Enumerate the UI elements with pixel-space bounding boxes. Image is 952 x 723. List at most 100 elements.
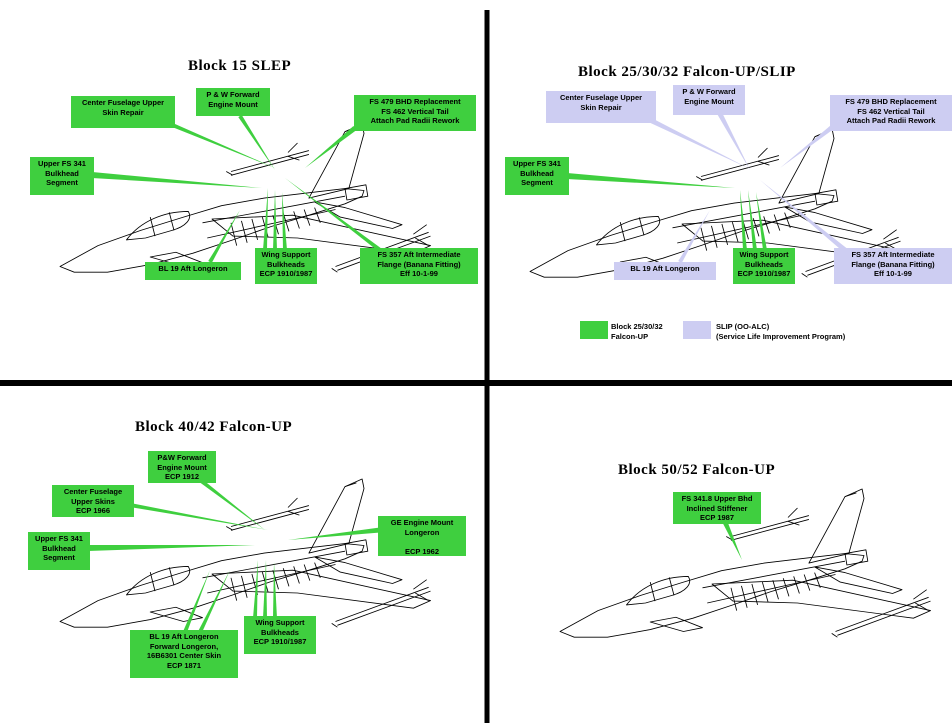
frame6-b50 <box>793 576 800 594</box>
frame8-b40 <box>314 562 321 578</box>
leader-b25-wing-3 <box>756 192 767 251</box>
frame0-b25 <box>700 227 708 251</box>
label-b40-ge-engine-mount: GE Engine Mount Longeron ECP 1962 <box>378 516 466 556</box>
jet-outline-b40 <box>59 478 431 628</box>
frame4-b40 <box>272 570 279 590</box>
label-b25-center-fuselage: Center Fuselage Upper Skin Repair <box>546 91 656 123</box>
nozzle-b50 <box>844 549 869 566</box>
leader-b40-pw <box>198 478 265 530</box>
tip-missile-b40 <box>226 497 310 531</box>
nozzle-b40 <box>344 539 369 556</box>
leader-b40-wing-1 <box>253 560 258 619</box>
leader-b40-center-fuselage <box>129 503 268 530</box>
ventral-missile-b50 <box>831 589 931 638</box>
v-tail-b50 <box>808 488 865 564</box>
h-stab-b40 <box>314 556 403 584</box>
leader-b15-center-fuselage <box>169 122 275 168</box>
v-tail-b25 <box>778 128 835 204</box>
wing-b50 <box>711 579 931 619</box>
nozzle-b25 <box>814 189 839 206</box>
leader-b15-wing-1 <box>263 188 268 251</box>
tip-missile-b15 <box>226 142 310 176</box>
legend-swatch-slip <box>683 321 711 339</box>
leader-b15-pw <box>238 114 275 170</box>
frame8-b50 <box>814 572 821 588</box>
longeron-b50 <box>702 560 846 604</box>
leader-b25-wing-2 <box>748 190 757 251</box>
nozzle-b15 <box>344 184 369 201</box>
fuselage-b40 <box>59 543 365 628</box>
label-b15-fs357: FS 357 Aft Intermediate Flange (Banana F… <box>360 248 478 284</box>
leader-b15-wing-3 <box>282 192 287 251</box>
label-b25-bl19: BL 19 Aft Longeron <box>614 262 716 280</box>
leader-b40-bl19-1 <box>183 570 210 633</box>
frame7-b40 <box>303 564 311 581</box>
canopy-frame-b50 <box>649 577 675 602</box>
leader-b40-wing-3 <box>273 562 277 619</box>
frame4-b50 <box>772 580 779 600</box>
label-b25-fs479: FS 479 BHD Replacement FS 462 Vertical T… <box>830 95 952 131</box>
panel-title-block15: Block 15 SLEP <box>188 58 292 74</box>
leader-b40-fs341 <box>87 545 256 551</box>
canopy-b25 <box>596 215 661 246</box>
frame1-b15 <box>241 220 248 243</box>
frame0-b15 <box>230 222 238 246</box>
label-b50-fs341-8: FS 341.8 Upper Bhd Inclined Stiffener EC… <box>673 492 761 524</box>
leader-b25-wing-1 <box>740 190 747 251</box>
canopy-frame-b25 <box>619 217 645 242</box>
label-b40-upper-fs341: Upper FS 341 Bulkhead Segment <box>28 532 90 570</box>
frame6-b25 <box>763 216 770 234</box>
label-b40-wing-support: Wing Support Bulkheads ECP 1910/1987 <box>244 616 316 654</box>
frame2-b50 <box>751 583 759 606</box>
label-b15-pw-engine-mount: P & W Forward Engine Mount <box>196 88 270 116</box>
label-b40-bl19: BL 19 Aft Longeron Forward Longeron, 16B… <box>130 630 238 678</box>
leader-b40-wing-2 <box>263 560 267 619</box>
jet-outline-b50 <box>559 488 931 638</box>
panel-title-block25: Block 25/30/32 Falcon-UP/SLIP <box>578 64 796 80</box>
frame8-b15 <box>314 207 321 223</box>
frame3-b50 <box>761 581 769 603</box>
leader-b40-ge <box>288 527 381 540</box>
frame1-b25 <box>711 225 718 248</box>
frame1-b40 <box>241 575 248 598</box>
frame8-b25 <box>784 212 791 228</box>
panel-title-block40: Block 40/42 Falcon-UP <box>135 419 293 435</box>
label-b25-pw-engine-mount: P & W Forward Engine Mount <box>673 85 745 115</box>
longeron-b15 <box>202 195 346 239</box>
canopy-b50 <box>626 575 691 606</box>
ventral-missile-b40 <box>331 579 431 628</box>
canopy-frame-b40 <box>149 567 175 592</box>
frame7-b50 <box>803 574 811 591</box>
h-stab-b15 <box>314 201 403 229</box>
frame0-b50 <box>730 587 738 611</box>
tip-missile-b50 <box>726 507 810 541</box>
tail-tip-b40 <box>344 482 357 488</box>
intake-b40 <box>149 606 203 622</box>
leader-b25-pw <box>717 112 750 170</box>
leader-b25-center-fuselage <box>648 117 748 168</box>
frame0-b40 <box>230 577 238 601</box>
legend-label-slip: SLIP (OO-ALC) (Service Life Improvement … <box>716 322 846 341</box>
label-b15-wing-support: Wing Support Bulkheads ECP 1910/1987 <box>255 248 317 284</box>
frame3-b25 <box>731 221 739 243</box>
leader-b15-bl19 <box>208 210 240 263</box>
label-b15-upper-fs341: Upper FS 341 Bulkhead Segment <box>30 157 94 195</box>
label-b25-upper-fs341: Upper FS 341 Bulkhead Segment <box>505 157 569 195</box>
frame5-b50 <box>782 578 790 597</box>
leader-b40-bl19-2 <box>198 570 230 633</box>
frame5-b25 <box>752 218 760 237</box>
label-b15-center-fuselage: Center Fuselage Upper Skin Repair <box>71 96 175 128</box>
legend-swatch-falcon-up <box>580 321 608 339</box>
frame6-b15 <box>293 211 300 229</box>
leader-b15-fs341 <box>91 172 262 188</box>
label-b40-pw-engine-mount: P&W Forward Engine Mount ECP 1912 <box>148 451 216 483</box>
intake-b50 <box>649 616 703 632</box>
fuselage-b50 <box>559 553 865 638</box>
tail-tip-b50 <box>844 492 857 498</box>
h-stab-b50 <box>814 566 903 594</box>
leader-b15-fs479 <box>305 126 357 168</box>
frame5-b40 <box>282 568 290 587</box>
wing-b40 <box>211 569 431 609</box>
v-tail-b40 <box>308 478 365 554</box>
